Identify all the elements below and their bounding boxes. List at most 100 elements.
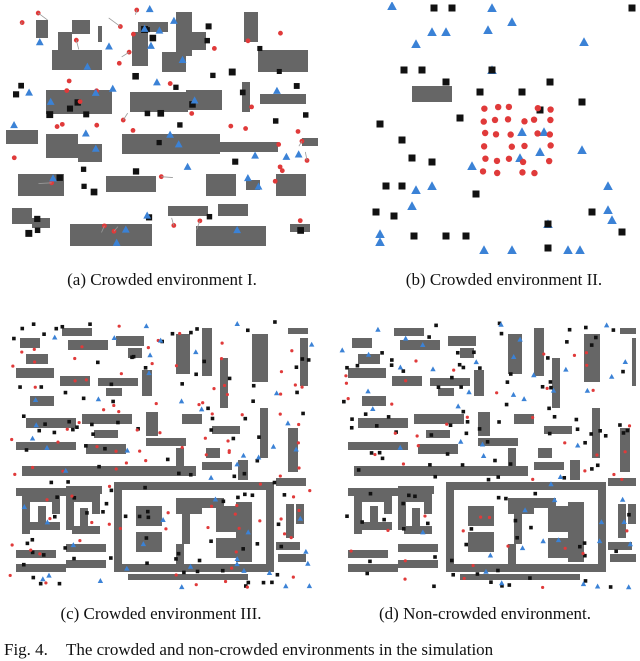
- goal-triangle-icon: [183, 162, 192, 170]
- agent-square-icon: [21, 562, 26, 567]
- goal-triangle-icon: [95, 396, 102, 402]
- goal-triangle-icon: [339, 347, 345, 353]
- pedestrian-dot-icon: [258, 482, 263, 486]
- obstacle-block: [36, 20, 48, 38]
- agent-square-icon: [297, 227, 304, 234]
- pedestrian-dot-icon: [66, 78, 72, 84]
- pedestrian-dot-icon: [150, 361, 154, 366]
- obstacle-block: [276, 174, 306, 196]
- agent-square-icon: [195, 569, 200, 574]
- pedestrian-dot-icon: [135, 428, 139, 432]
- pedestrian-dot-icon: [189, 111, 195, 116]
- agent-square-icon: [275, 572, 280, 577]
- obstacle-block: [238, 460, 248, 480]
- agent-square-icon: [472, 190, 480, 198]
- pedestrian-dot-icon: [180, 445, 184, 450]
- obstacle-block: [236, 502, 252, 562]
- pedestrian-dot-icon: [297, 422, 301, 427]
- goal-triangle-icon: [179, 584, 185, 590]
- agent-square-icon: [401, 369, 406, 373]
- pedestrian-dot-icon: [249, 104, 254, 110]
- pedestrian-dot-icon: [279, 168, 285, 174]
- agent-square-icon: [476, 88, 484, 96]
- obstacle-block: [278, 554, 306, 562]
- agent-square-icon: [276, 68, 282, 74]
- goal-triangle-icon: [584, 387, 591, 393]
- pedestrian-dot-icon: [258, 519, 262, 523]
- pedestrian-dot-icon: [290, 349, 294, 353]
- pedestrian-dot-icon: [114, 449, 118, 453]
- pedestrian-dot-icon: [595, 453, 599, 457]
- obstacle-block: [394, 328, 424, 336]
- agent-square-icon: [496, 495, 501, 500]
- trajectory-line: [20, 22, 23, 24]
- agent-square-icon: [368, 491, 373, 496]
- obstacle-block: [128, 574, 248, 580]
- pedestrian-dot-icon: [481, 105, 488, 112]
- agent-square-icon: [21, 414, 26, 419]
- pedestrian-dot-icon: [19, 20, 25, 25]
- pedestrian-dot-icon: [237, 526, 241, 530]
- obstacle-block: [534, 328, 544, 376]
- obstacle-block: [352, 338, 372, 348]
- obstacle-block: [286, 504, 294, 538]
- agent-square-icon: [544, 220, 552, 228]
- goal-triangle-icon: [531, 372, 537, 378]
- pedestrian-dot-icon: [204, 453, 208, 457]
- obstacle-block: [216, 538, 236, 558]
- pedestrian-dot-icon: [547, 142, 554, 149]
- agent-square-icon: [232, 474, 237, 479]
- goal-triangle-icon: [455, 403, 461, 409]
- obstacle-block: [122, 134, 220, 154]
- pedestrian-dot-icon: [245, 38, 251, 44]
- goal-triangle-icon: [143, 211, 152, 219]
- agent-square-icon: [174, 557, 178, 561]
- agent-square-icon: [401, 501, 405, 506]
- agent-square-icon: [456, 114, 464, 122]
- goal-triangle-icon: [598, 519, 605, 525]
- goal-triangle-icon: [297, 515, 304, 521]
- obstacle-block: [68, 340, 108, 350]
- goal-triangle-icon: [603, 322, 610, 328]
- pedestrian-dot-icon: [77, 420, 81, 425]
- obstacle-block: [460, 348, 474, 358]
- agent-square-icon: [149, 34, 157, 42]
- agent-square-icon: [81, 183, 87, 189]
- pedestrian-dot-icon: [278, 412, 282, 416]
- goal-triangle-icon: [234, 561, 240, 567]
- agent-square-icon: [243, 492, 247, 497]
- goal-triangle-icon: [402, 335, 409, 341]
- obstacle-block: [348, 442, 408, 450]
- agent-square-icon: [80, 166, 87, 172]
- agent-square-icon: [63, 390, 68, 395]
- agent-square-icon: [442, 232, 450, 240]
- agent-square-icon: [499, 331, 504, 336]
- pedestrian-dot-icon: [209, 504, 214, 508]
- obstacle-block: [446, 482, 454, 572]
- goal-triangle-icon: [375, 229, 385, 238]
- pedestrian-dot-icon: [48, 516, 52, 521]
- pedestrian-dot-icon: [445, 422, 449, 426]
- goal-triangle-icon: [155, 26, 164, 34]
- agent-square-icon: [279, 544, 284, 549]
- agent-square-icon: [508, 462, 513, 466]
- goal-triangle-icon: [575, 245, 585, 254]
- pedestrian-dot-icon: [117, 324, 121, 328]
- agent-square-icon: [204, 37, 210, 44]
- obstacle-block: [354, 466, 528, 476]
- goal-triangle-icon: [480, 453, 487, 458]
- obstacle-block: [608, 542, 632, 550]
- agent-square-icon: [533, 491, 538, 496]
- obstacle-block: [418, 444, 458, 454]
- agent-square-icon: [144, 536, 149, 540]
- trajectory-line: [38, 182, 52, 184]
- obstacle-block: [72, 526, 100, 534]
- obstacle-block: [106, 176, 156, 192]
- pedestrian-dot-icon: [107, 484, 112, 489]
- obstacle-block: [592, 408, 600, 458]
- agent-square-icon: [85, 511, 89, 515]
- agent-square-icon: [436, 385, 441, 389]
- goal-triangle-icon: [234, 556, 240, 562]
- goal-triangle-icon: [622, 359, 628, 365]
- goal-triangle-icon: [146, 370, 152, 376]
